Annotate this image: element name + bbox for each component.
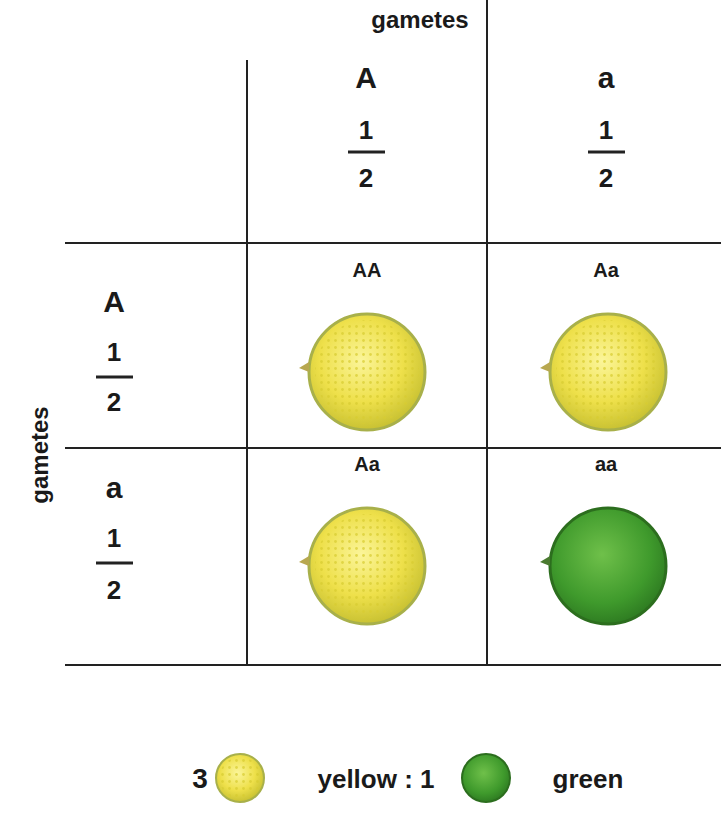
fraction-numerator: 1 [599,117,613,143]
fraction-numerator: 1 [107,525,121,551]
genotype-cell: aa [595,454,617,474]
fraction-bars [96,152,625,563]
genotype-cell: AA [353,260,382,280]
ratio-count: 3 [192,765,208,793]
genotype-cell: Aa [354,454,380,474]
fraction-denominator: 2 [107,389,121,415]
ratio-text: green [553,766,624,792]
allele-header: a [106,473,123,503]
fraction-numerator: 1 [107,339,121,365]
allele-header: A [355,63,377,93]
grid-lines [65,0,721,665]
fraction-numerator: 1 [359,117,373,143]
fraction-denominator: 2 [359,165,373,191]
genotype-cell: Aa [593,260,619,280]
axis-title: gametes [28,406,52,503]
yellow-peas [216,314,666,802]
axis-title: gametes [371,8,468,32]
allele-header: a [598,63,615,93]
green-peas [462,508,666,802]
ratio-text: yellow : 1 [317,766,434,792]
allele-header: A [103,287,125,317]
fraction-denominator: 2 [107,577,121,603]
fraction-denominator: 2 [599,165,613,191]
